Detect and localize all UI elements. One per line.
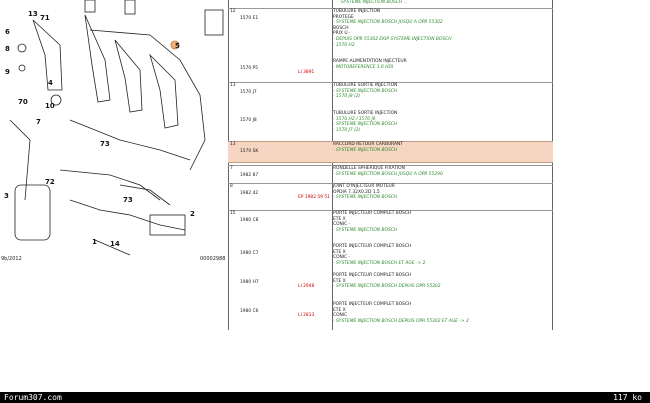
part-description-line: TUBULURE SORTIE INJECTION bbox=[333, 111, 398, 116]
part-reference[interactable]: 1570 J7 bbox=[240, 90, 257, 95]
revision-note: EP 1982 59 51 bbox=[298, 195, 330, 200]
callout-71: 71 bbox=[40, 14, 50, 22]
part-reference[interactable]: 1982 87 bbox=[240, 173, 259, 178]
row-separator bbox=[228, 210, 553, 211]
part-description-line: - MOTOREFERENCE 1.6 HDI bbox=[333, 64, 394, 70]
row-separator bbox=[228, 8, 553, 9]
row-index: 7 bbox=[230, 166, 233, 171]
diagram-ref-left: 9b/2012 bbox=[1, 256, 22, 262]
part-reference[interactable]: 1980 C8 bbox=[240, 218, 259, 223]
part-description-line: JOINT D'INJECTEUR MOTEUR bbox=[333, 184, 395, 189]
injector-assembly-drawing bbox=[9, 0, 224, 256]
part-description-line: - 1570 H2 bbox=[333, 42, 355, 48]
row-index: 13 bbox=[230, 142, 236, 147]
part-description-line: RACCORD RETOUR CARBURANT bbox=[333, 142, 404, 147]
part-description-line: BOSCH bbox=[333, 25, 349, 31]
part-reference[interactable]: 1982 42 bbox=[240, 191, 259, 196]
file-size: 117 ko bbox=[613, 393, 642, 402]
callout-8: 8 bbox=[5, 45, 10, 53]
status-bar: Forum307.com 117 ko bbox=[0, 392, 650, 403]
part-description-line: - SYSTEME INJECTION BOSCH JUSQU A OPR 55… bbox=[333, 20, 443, 26]
part-description-line: CONIC - bbox=[333, 255, 351, 261]
highlighted-row bbox=[228, 141, 553, 163]
part-description-line: - 1570 H2 / 1570 J6 bbox=[333, 116, 376, 122]
callout-72: 72 bbox=[45, 178, 55, 186]
part-description-line: - SYSTEME INJECTION BOSCH DEPUIS OPR 553… bbox=[333, 284, 441, 290]
part-description-line: - SYSTEME INJECTION BOSCH DEPUIS OPR 553… bbox=[333, 318, 469, 324]
callout-73a: 73 bbox=[100, 140, 110, 148]
row-separator bbox=[228, 183, 553, 184]
row-index: 12 bbox=[230, 9, 236, 14]
callout-13: 13 bbox=[28, 10, 38, 18]
part-description-line: OPDIA 7.32X0.2D 1.5 bbox=[333, 189, 380, 195]
part-reference[interactable]: 1570 SK bbox=[240, 149, 259, 154]
callout-1: 1 bbox=[92, 238, 97, 246]
part-description-line: PORTE INJECTEUR COMPLET BOSCH bbox=[333, 273, 412, 278]
revision-note: LI 2948 bbox=[298, 284, 315, 289]
parts-table: - SYSTEME INJECTION BOSCH ... 12 1570 E1 T… bbox=[228, 0, 553, 330]
row-index: 13 bbox=[230, 83, 236, 88]
part-description-line: - 1570 J8 (2) bbox=[333, 94, 361, 100]
callout-3: 3 bbox=[4, 192, 9, 200]
part-description-line: PROTEGE bbox=[333, 14, 354, 20]
row-index: 15 bbox=[230, 211, 236, 216]
part-description-line: - SYSTEME INJECTION BOSCH bbox=[333, 122, 398, 128]
callout-6: 6 bbox=[5, 28, 10, 36]
part-reference[interactable]: 1570 J8 bbox=[240, 118, 257, 123]
part-description-line: PORTE INJECTEUR COMPLET BOSCH bbox=[333, 244, 412, 249]
part-reference[interactable]: 1570 P5 bbox=[240, 66, 259, 71]
part-description-line: - SYSTEME INJECTION BOSCH JUSQU A OPR 55… bbox=[333, 171, 443, 177]
part-description-line: TUBULURE INJECTION bbox=[333, 9, 381, 14]
part-description-line: - DEPUIS OPR 55302 EKIP SYSTEME INJECTIO… bbox=[333, 37, 452, 42]
row-index: 8 bbox=[230, 184, 233, 189]
part-description-line: PRIX U - bbox=[333, 31, 351, 37]
row-separator bbox=[228, 165, 553, 166]
part-description-line: CONIC - bbox=[333, 222, 351, 228]
callout-14: 14 bbox=[110, 240, 120, 248]
part-description-line: - SYSTEME INJECTION BOSCH ET AGE -> 2 bbox=[333, 260, 426, 266]
revision-note: LI 2813 bbox=[298, 313, 315, 318]
part-description-line: - SYSTEME INJECTION BOSCH bbox=[333, 227, 398, 233]
part-description-line: TUBULURE SORTIE INJECTION bbox=[333, 83, 398, 88]
part-description-line: - 1570 J7 (2) bbox=[333, 127, 361, 133]
part-description-line: ETE X bbox=[333, 216, 346, 222]
site-label: Forum307.com bbox=[4, 393, 62, 402]
part-description-line: CONIC bbox=[333, 313, 348, 319]
part-reference[interactable]: 1570 E1 bbox=[240, 16, 259, 21]
part-reference[interactable]: 1980 H7 bbox=[240, 280, 259, 285]
part-description-line: ETE X bbox=[333, 278, 346, 284]
callout-73b: 73 bbox=[123, 196, 133, 204]
part-description-line: - SYSTEME INJECTION BOSCH bbox=[333, 195, 398, 201]
callout-5: 5 bbox=[175, 42, 180, 50]
callout-10: 10 bbox=[45, 102, 55, 110]
callout-9: 9 bbox=[5, 68, 10, 76]
revision-note: LI 3891 bbox=[298, 70, 315, 75]
part-description-line: RONDELLE SPHERIQUE FIXATION bbox=[333, 166, 405, 171]
callout-2: 2 bbox=[190, 210, 195, 218]
part-reference[interactable]: 1980 C6 bbox=[240, 309, 259, 314]
part-description-line: RAMPE ALIMENTATION INJECTEUR bbox=[333, 59, 407, 64]
part-description-line: - SYSTEME INJECTION BOSCH bbox=[333, 147, 398, 153]
callout-70: 70 bbox=[18, 98, 28, 106]
part-reference[interactable]: 1980 C7 bbox=[240, 251, 259, 256]
callout-7: 7 bbox=[36, 118, 41, 126]
diagram-ref-right: 00002988 bbox=[200, 256, 226, 262]
top-partial-row: - SYSTEME INJECTION BOSCH ... bbox=[338, 0, 408, 5]
exploded-parts-diagram: 13 71 6 8 5 9 4 70 10 7 73 73 72 3 1 2 1… bbox=[0, 0, 228, 265]
part-description-line: ETE X bbox=[333, 307, 346, 313]
callout-4: 4 bbox=[48, 79, 53, 87]
part-description-line: ETE X bbox=[333, 249, 346, 255]
part-description-line: PORTE INJECTEUR COMPLET BOSCH bbox=[333, 302, 412, 307]
row-separator bbox=[228, 82, 553, 83]
part-description-line: PORTE INJECTEUR COMPLET BOSCH bbox=[333, 211, 412, 216]
part-description-line: - SYSTEME INJECTION BOSCH bbox=[333, 88, 398, 94]
